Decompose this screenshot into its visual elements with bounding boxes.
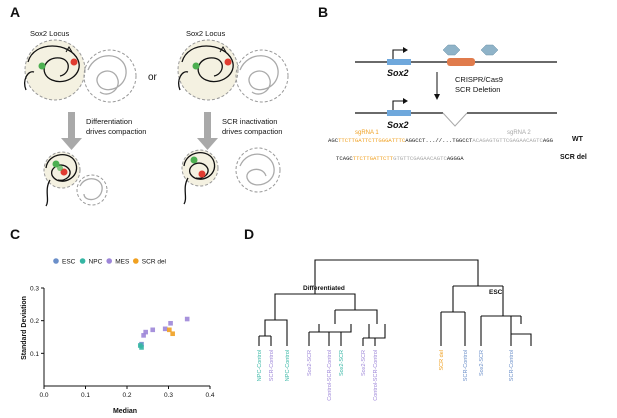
y-tick-label: 0.1 [30, 351, 39, 358]
dendro-leaf-label: NPC-Control [257, 350, 263, 381]
scatter-point-npc [137, 343, 143, 348]
scatter-points [137, 316, 190, 350]
sgrna1-label: sgRNA 1 [355, 130, 379, 136]
panel-a-diagram: Sox2 Locus or Sox2 Locus Differentiation… [24, 29, 289, 207]
x-tick-label: 0.4 [205, 392, 214, 399]
del-seq-flank-left: TCAGC [336, 155, 353, 162]
x-tick-label: 0.0 [39, 392, 48, 399]
panel-letter-b: B [318, 4, 329, 20]
left-neighbor-domain [83, 49, 137, 103]
legend-label: SCR del [142, 259, 167, 266]
dendro-leaf-label: SCR del [439, 350, 445, 370]
scatter-point-scr-del [167, 327, 172, 333]
dendro-leaf-labels: NPC-Control SCR-Control NPC-Control Sox2-SC… [257, 350, 515, 401]
dendro-group-esc: ESC [489, 289, 503, 296]
wt-label: WT [572, 136, 583, 143]
scatter-point-mes [162, 326, 168, 332]
sox2-label-top: Sox2 [387, 68, 409, 78]
sox2-exon-top [387, 59, 411, 65]
dendro-leaf-label: SCR-Control [509, 350, 515, 381]
legend-label: MES [115, 259, 130, 266]
right-chromatin-domain [177, 39, 239, 101]
legend-swatch [133, 258, 139, 264]
method-label-1: CRISPR/Cas9 [455, 75, 503, 84]
scatter-legend: ESC NPC MES SCR del [53, 258, 167, 266]
panel-b-diagram: Sox2 CRISPR/Cas9 SCR Deletion Sox2 sgRNA… [355, 44, 557, 136]
wt-seq-sgrna1: TTCTTGATTCTTGGGATTTC [338, 137, 406, 144]
left-arrow-label-2: drives compaction [86, 127, 146, 136]
scatter-y-label: Standard Deviation [21, 296, 28, 360]
legend-swatch [106, 258, 112, 264]
right-down-arrow [197, 112, 218, 150]
y-tick-label: 0.3 [30, 286, 39, 293]
scatter-point-mes [143, 329, 148, 335]
dendro-leaf-label: Control-SCR-Control [327, 350, 333, 401]
del-seq-sgrna1: TTCTTGATTCTT [352, 155, 394, 162]
left-arrow-label-1: Differentiation [86, 117, 132, 126]
dendro-group-differentiated: Differentiated [303, 285, 345, 292]
panel-d-dendrogram: Differentiated ESC NPC-Control SCR-Contro… [257, 259, 532, 401]
del-seq-flank-right: AGGGA [446, 155, 464, 162]
legend-swatch [53, 258, 59, 264]
dendro-leaf-label: Sox2-SCR [479, 350, 485, 376]
wt-seq-flank-right: AGG [542, 137, 553, 144]
panel-letter-d: D [244, 226, 255, 242]
scatter-point-scr-del [170, 331, 175, 337]
x-tick-label: 0.3 [164, 392, 173, 399]
scatter-point-mes [141, 333, 146, 338]
right-arrow-label-2: drives compaction [222, 127, 282, 136]
right-arrow-label-1: SCR inactivation [222, 117, 277, 126]
wt-sequence: AGCTTCTTGATTCTTGGGATTTCAGGCCT...//...TGG… [328, 137, 553, 144]
left-locus-label: Sox2 Locus [30, 29, 69, 38]
right-neighbor-domain [235, 49, 289, 103]
cas9-hex-2 [480, 44, 499, 56]
dendro-leaf-label: SCR-Control [269, 350, 275, 381]
dendro-leaf-label: SCR-Control [463, 350, 469, 381]
or-label: or [148, 72, 158, 83]
wt-seq-flank-left: AGC [328, 137, 339, 144]
right-compacted-domain [181, 147, 281, 205]
cas9-hex-1 [442, 44, 461, 56]
deletion-arrow [434, 94, 440, 100]
dendro-leaf-label: Sox2-SCR [361, 350, 367, 376]
scatter-axes: 0.0 0.1 0.2 0.3 0.4 0.1 0.2 0.3 [30, 286, 215, 400]
scatter-point-mes [168, 320, 173, 326]
method-label-2: SCR Deletion [455, 85, 500, 94]
left-chromatin-domain [24, 39, 86, 101]
panel-letter-c: C [10, 226, 21, 242]
wt-seq-sgrna2: ACAGAGTGTTCGAGAACAGTC [472, 137, 543, 144]
x-tick-label: 0.1 [81, 392, 90, 399]
legend-label: ESC [62, 259, 76, 266]
sgrna2-label: sgRNA 2 [507, 130, 531, 136]
dendro-leaf-label: Sox2-SCR [339, 350, 345, 376]
scr-del-sequence: TCAGCTTCTTGATTCTTGTGTTCGAGAACAGTCAGGGA [336, 155, 464, 162]
scatter-x-label: Median [113, 408, 137, 415]
scr-region [447, 58, 475, 66]
dendro-leaf-label: NPC-Control [285, 350, 291, 381]
sox2-label-bottom: Sox2 [387, 120, 409, 130]
right-locus-label: Sox2 Locus [186, 29, 225, 38]
del-seq-sgrna2: GTGTTCGAGAACAGTC [393, 155, 447, 162]
scatter-point-mes [184, 316, 190, 322]
left-down-arrow [61, 112, 82, 150]
left-compacted-domain [43, 151, 108, 207]
legend-label: NPC [89, 259, 103, 266]
legend-swatch [79, 258, 86, 264]
panel-letter-a: A [10, 4, 21, 20]
sox2-exon-bottom [387, 110, 411, 116]
y-tick-label: 0.2 [30, 318, 39, 325]
scatter-point-mes [150, 327, 156, 333]
scr-del-label: SCR del [560, 154, 587, 161]
dendro-leaf-label: Sox2-SCR [307, 350, 313, 376]
dendro-leaf-label: Control-SCR-Control [373, 350, 379, 401]
wt-seq-middle: AGGCCT...//...TGGCCT [405, 137, 473, 144]
x-tick-label: 0.2 [122, 392, 131, 399]
